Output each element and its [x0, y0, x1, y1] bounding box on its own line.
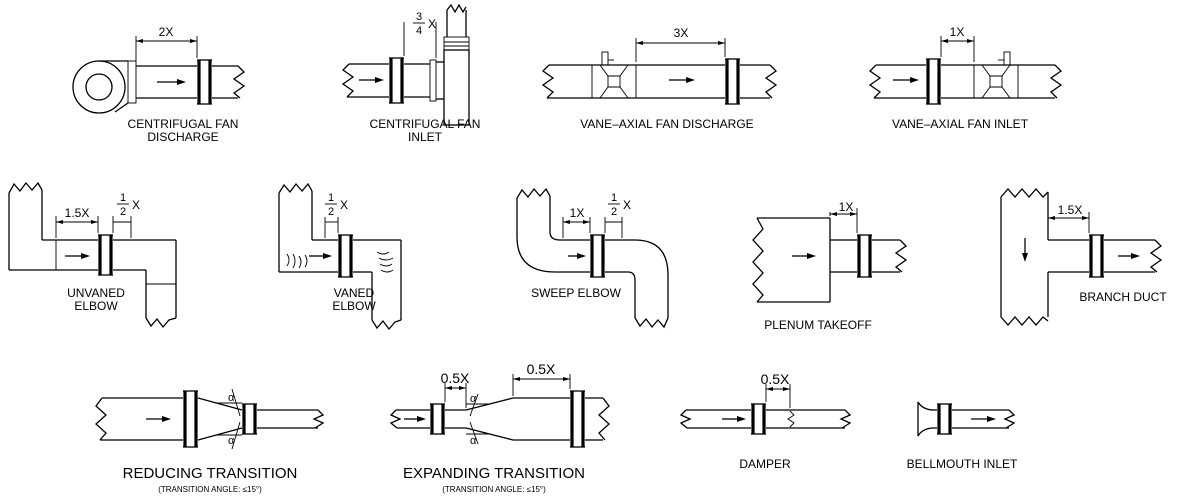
fraction-denominator: 2 — [328, 206, 334, 218]
dimension-label: 3X — [674, 26, 689, 40]
dimension-label: 1X — [570, 206, 585, 220]
caption: PLENUM TAKEOFF — [764, 318, 872, 332]
caption: DISCHARGE — [147, 130, 218, 144]
dimension-label: 2X — [159, 25, 174, 39]
caption: SWEEP ELBOW — [531, 286, 621, 300]
fraction-numerator: 3 — [416, 11, 422, 23]
dimension-label: 1.5X — [1058, 203, 1083, 217]
sweep-elbow-diagram: 1X 1 2 X SWEEP ELBOW — [516, 187, 669, 329]
branch-duct-diagram: 1.5X BRANCH DUCT — [1000, 188, 1167, 326]
caption: ELBOW — [332, 299, 376, 313]
reducing-transition-diagram: α α REDUCING TRANSITION (TRANSITION ANGL… — [95, 388, 325, 494]
fraction-unit: X — [340, 198, 348, 212]
fraction-denominator: 2 — [120, 206, 126, 218]
angle-label: α — [228, 392, 235, 404]
caption: INLET — [408, 130, 443, 144]
vane-axial-fan-inlet-diagram: 1X VANE–AXIAL FAN INLET — [868, 25, 1063, 131]
caption-note: (TRANSITION ANGLE: ≤15°) — [442, 485, 546, 494]
dimension-label: 1X — [950, 25, 965, 39]
dimension-label: 0.5X — [761, 371, 790, 387]
centrifugal-fan-discharge-diagram: 2X CENTRIFUGAL FAN DISCHARGE — [72, 25, 246, 144]
caption: EXPANDING TRANSITION — [403, 465, 585, 482]
fraction-unit: X — [623, 198, 631, 212]
fraction-unit: X — [428, 17, 436, 31]
caption: UNVANED — [67, 286, 125, 300]
dimension-label: 0.5X — [527, 361, 556, 377]
angle-label: α — [470, 435, 477, 447]
caption: ELBOW — [74, 299, 118, 313]
fraction-unit: X — [132, 198, 140, 212]
fraction-numerator: 1 — [120, 192, 126, 204]
plenum-takeoff-diagram: 1X PLENUM TAKEOFF — [752, 200, 908, 332]
unvaned-elbow-diagram: 1.5X 1 2 X UNVANED ELBOW — [8, 181, 177, 329]
vane-axial-fan-discharge-diagram: 3X VANE–AXIAL FAN DISCHARGE — [541, 26, 778, 131]
angle-label: α — [228, 435, 235, 447]
fraction-denominator: 4 — [416, 25, 422, 37]
dimension-label: 1X — [839, 200, 854, 214]
fraction-numerator: 1 — [611, 192, 617, 204]
caption: DAMPER — [739, 457, 791, 471]
expanding-transition-diagram: α α 0.5X 0.5X EXPANDING TRANSITION (TRAN… — [389, 361, 610, 494]
centrifugal-fan-inlet-diagram: 3 4 X CENTRIFUGAL FAN INLET — [341, 3, 481, 144]
caption: BELLMOUTH INLET — [907, 457, 1018, 471]
fraction-denominator: 2 — [611, 206, 617, 218]
caption: VANED — [334, 286, 375, 300]
fraction-numerator: 1 — [328, 192, 334, 204]
dimension-label: 1.5X — [65, 206, 90, 220]
caption: VANE–AXIAL FAN INLET — [892, 117, 1029, 131]
caption: VANE–AXIAL FAN DISCHARGE — [580, 117, 753, 131]
damper-diagram: 0.5X DAMPER — [679, 371, 852, 471]
angle-label: α — [470, 393, 477, 405]
caption: CENTRIFUGAL FAN — [128, 117, 239, 131]
caption-note: (TRANSITION ANGLE: ≤15°) — [158, 485, 262, 494]
caption: BRANCH DUCT — [1079, 290, 1167, 304]
caption: CENTRIFUGAL FAN — [370, 117, 481, 131]
dimension-label: 0.5X — [441, 370, 470, 386]
bellmouth-inlet-diagram: BELLMOUTH INLET — [907, 401, 1018, 471]
vaned-elbow-diagram: 1 2 X VANED ELBOW — [278, 182, 402, 331]
caption: REDUCING TRANSITION — [123, 465, 298, 482]
